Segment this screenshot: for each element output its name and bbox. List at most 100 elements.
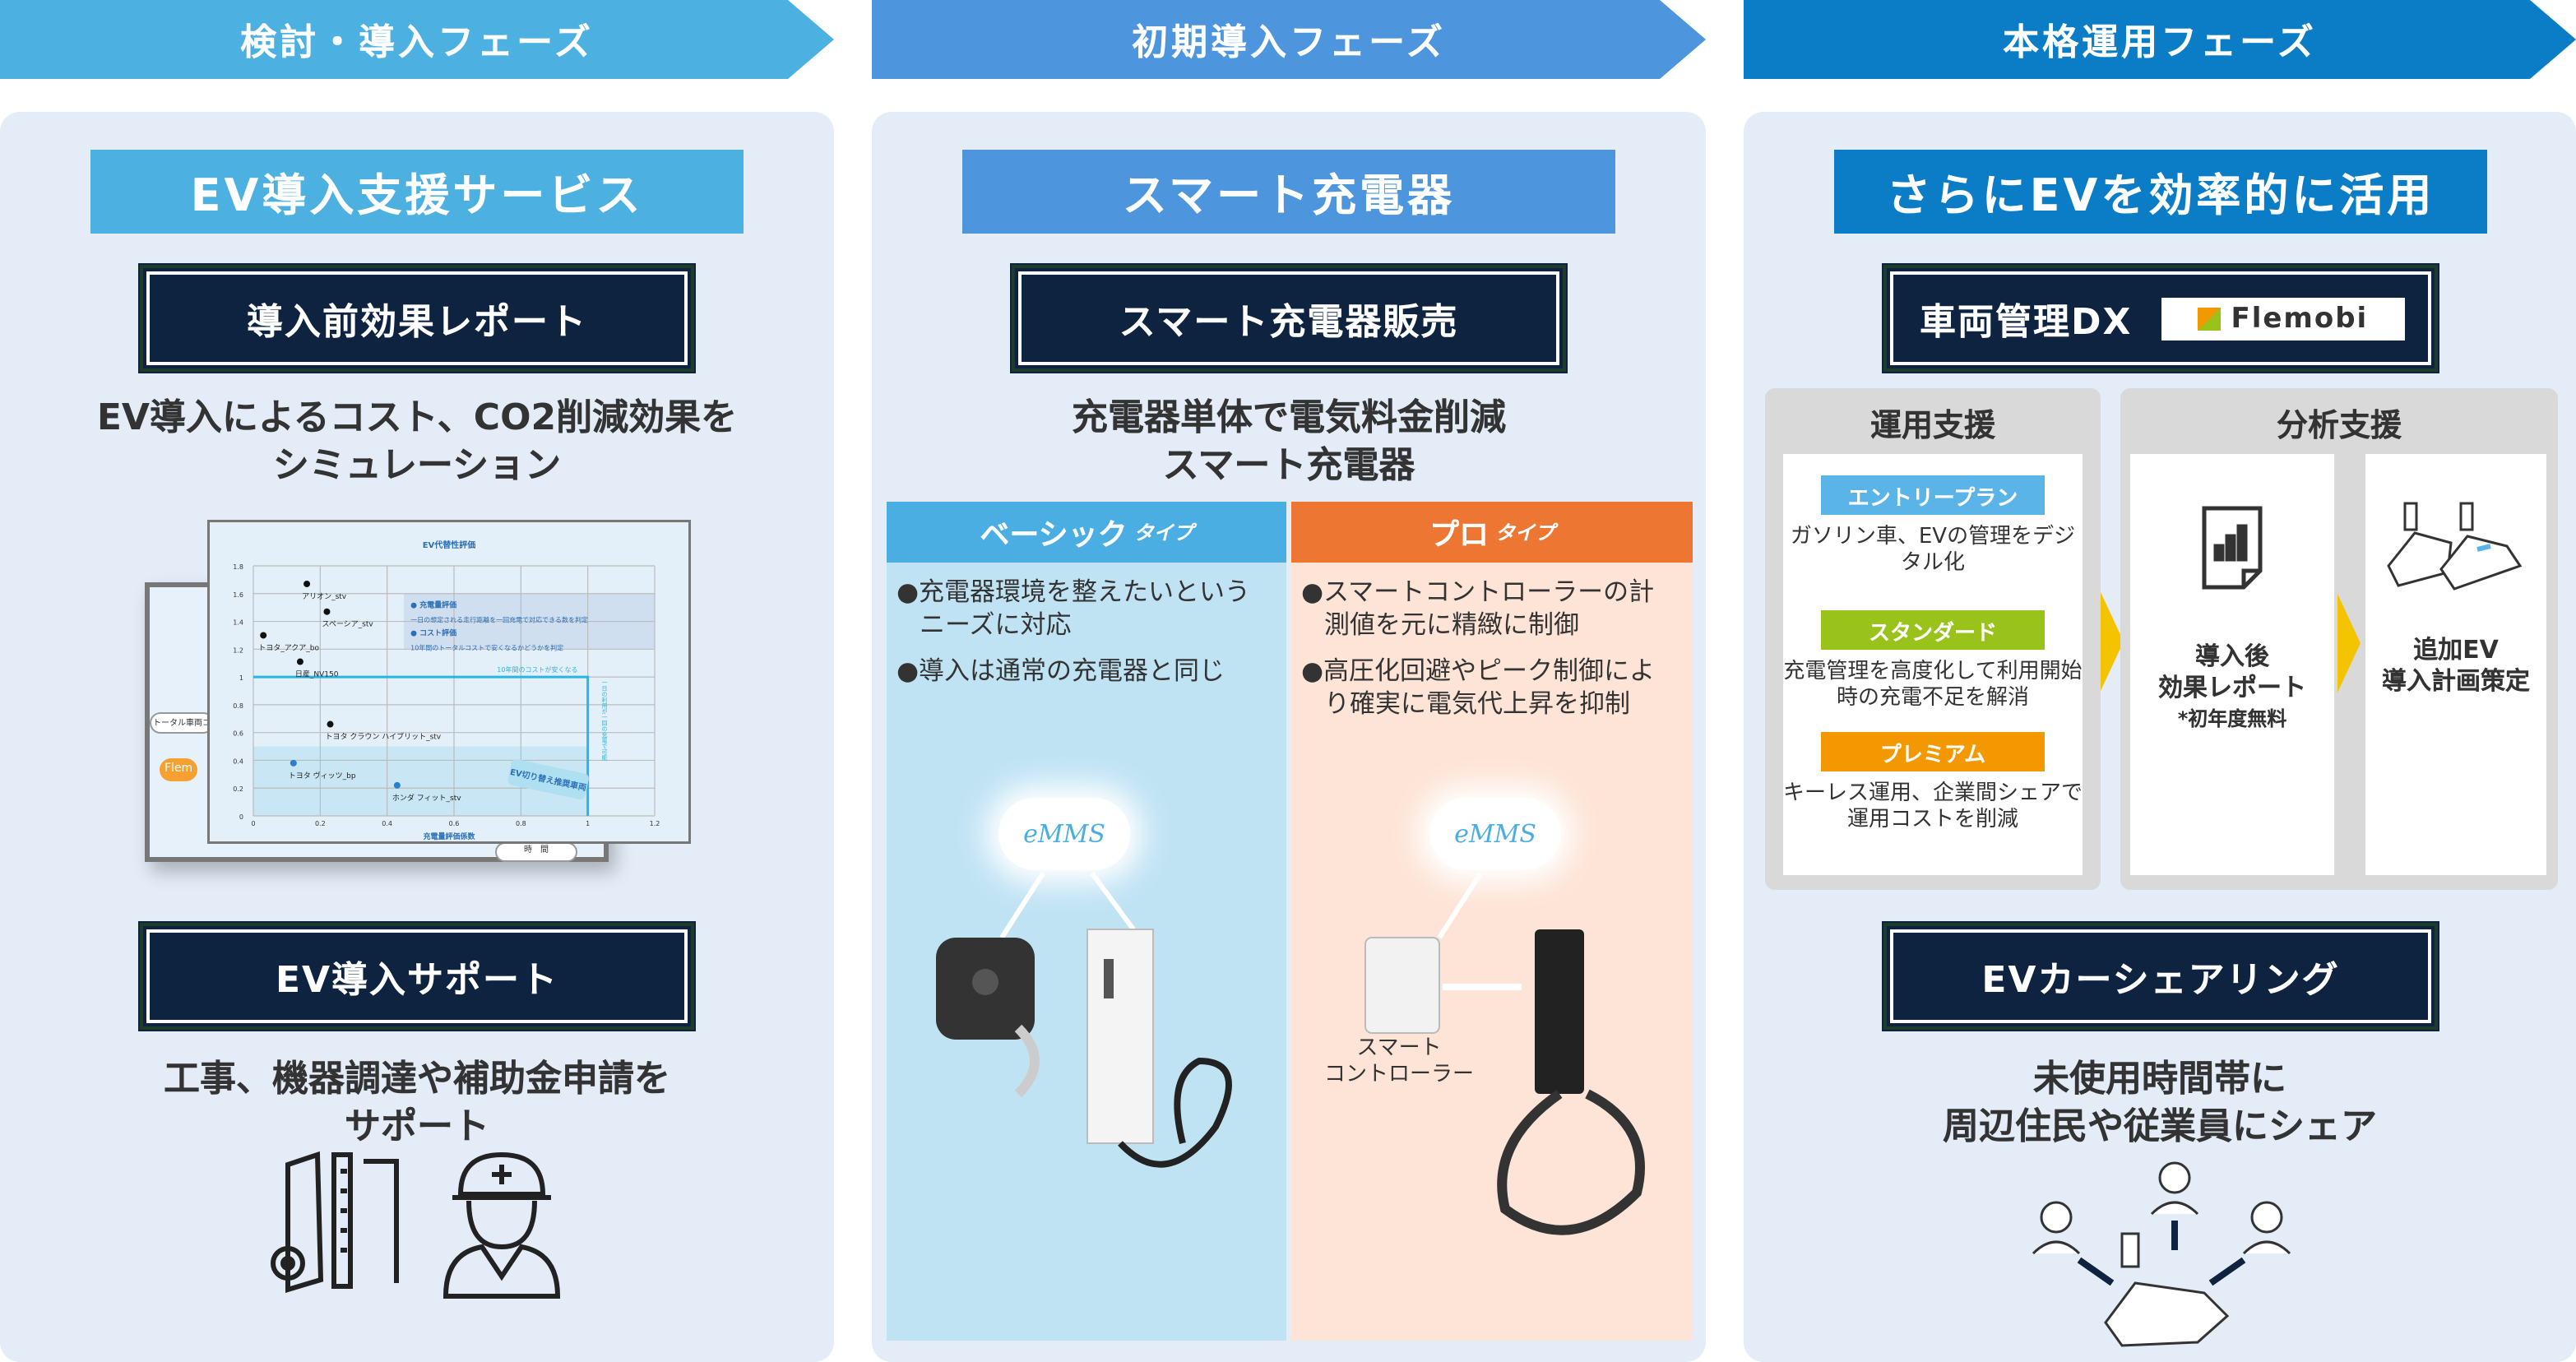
data-point-label: アリオン_stv	[302, 592, 347, 601]
x-tick-label: 0	[251, 820, 255, 827]
x-axis-label: 充電量評価係数	[423, 832, 475, 841]
cloud-label: eMMS	[1023, 819, 1105, 849]
desc-line: スマート充電器	[1162, 446, 1415, 487]
desc-line: 工事、機器調達や補助金申請を	[163, 1059, 670, 1100]
phase-label: 検討・導入フェーズ	[240, 23, 594, 64]
back-label: トータル車両コ	[150, 712, 215, 734]
data-point	[296, 658, 303, 665]
phase-full: 本格運用フェーズ	[1744, 0, 2576, 79]
plan-badge: プレミアム	[1821, 732, 2045, 771]
stamp-bg	[507, 759, 589, 800]
charger-devices-image	[936, 872, 1232, 1168]
plans-list: エントリープランガソリン車、EVの管理をデジタル化 スタンダード充電管理を高度化…	[1783, 454, 2083, 875]
card-line: 導入計画策定	[2381, 666, 2530, 696]
phase-consideration: 検討・導入フェーズ	[0, 0, 834, 79]
x-tick-label: 0.8	[516, 820, 526, 827]
emms-cloud-icon: eMMS	[1429, 798, 1561, 870]
ev-support-box: EV導入サポート	[140, 923, 694, 1030]
x-tick-label: 0.4	[382, 820, 392, 827]
y-tick-label: 0	[239, 813, 243, 821]
label-line: コントローラー	[1324, 1063, 1475, 1087]
x-tick-label: 0.6	[449, 820, 460, 827]
post-report-card: 導入後 効果レポート *初年度無料	[2130, 454, 2334, 875]
type-name: ベーシック	[980, 517, 1128, 552]
data-point	[290, 759, 297, 767]
fleet-dx-box: 車両管理DX Flemobi	[1883, 265, 2438, 372]
carsharing-people-icon	[2032, 1161, 2291, 1347]
bullet: ●導入は通常の充電器と同じ	[897, 656, 1225, 686]
label-line: スマート	[1356, 1036, 1442, 1061]
data-point-label: スペーシア_stv	[322, 621, 373, 629]
desc-line: 未使用時間帯に	[2032, 1059, 2286, 1100]
desc-line: シミュレーション	[272, 446, 562, 487]
card-line: 追加EV	[2413, 635, 2499, 665]
data-point-label: トヨタ ヴィッツ_bp	[289, 771, 356, 781]
smart-controller-label: スマート コントローラー	[1324, 1036, 1474, 1089]
card-line: 導入後	[2194, 642, 2269, 671]
ev-cars-charging-icon	[2387, 502, 2523, 591]
data-point	[303, 580, 311, 587]
threshold-line	[253, 675, 590, 816]
emms-cloud-icon: eMMS	[998, 798, 1130, 870]
smart-charger-desc: 充電器単体で電気料金削減 スマート充電器	[872, 395, 1706, 490]
legend-text: 一日の想定される走行距離を一回充電で対応できる数を判定	[410, 616, 588, 624]
plan-badge: エントリープラン	[1821, 475, 2045, 515]
phase-initial: 初期導入フェーズ	[872, 0, 1706, 79]
pre-report-desc: EV導入によるコスト、CO2削減効果を シミュレーション	[0, 395, 834, 490]
pro-type-card: プロタイプ ●スマートコントローラーの計測値を元に精緻に制御 ●高圧化回避やピー…	[1291, 502, 1693, 1341]
data-point-label: ホンダ フィット_stv	[392, 793, 461, 803]
type-suffix: タイプ	[1494, 521, 1554, 544]
x-tick-label: 1	[586, 820, 590, 827]
arrow-right-icon	[2337, 594, 2361, 693]
plan-desc: 充電管理を高度化して利用開始時の充電不足を解消	[1783, 660, 2083, 711]
bullet: ●スマートコントローラーの計測値を元に精緻に制御	[1301, 577, 1655, 640]
legend-text: 10年間のトータルコストで安くなるかどうかを判定	[410, 643, 563, 651]
pro-charger-image	[1364, 872, 1645, 1235]
phase-label: 初期導入フェーズ	[1132, 23, 1446, 64]
ev-support-desc: 工事、機器調達や補助金申請を サポート	[0, 1056, 834, 1151]
x-tick-label: 1.2	[650, 820, 660, 827]
bullet: ●充電器環境を整えたいというニーズに対応	[897, 577, 1251, 640]
y-tick-label: 0.6	[233, 730, 243, 738]
report-chart-icon	[2202, 506, 2263, 590]
plan-standard: スタンダード充電管理を高度化して利用開始時の充電不足を解消	[1783, 610, 2083, 712]
y-tick-label: 1.8	[233, 563, 243, 571]
brand-name: Flemobi	[2231, 302, 2369, 335]
y-tick-label: 0.4	[233, 757, 243, 765]
section-title: EV導入支援サービス	[90, 150, 744, 234]
legend-title: ● 充電量評価	[410, 600, 456, 610]
pre-report-box: 導入前効果レポート	[140, 265, 694, 372]
basic-type-header: ベーシックタイプ	[887, 502, 1286, 563]
desc-line: サポート	[344, 1107, 489, 1148]
y-tick-label: 1.4	[233, 619, 243, 627]
document-gear-icon	[271, 1151, 399, 1294]
plan-premium: プレミアムキーレス運用、企業間シェアで運用コストを削減	[1783, 732, 2083, 834]
section-title: スマート充電器	[962, 150, 1615, 234]
plan-desc: キーレス運用、企業間シェアで運用コストを削減	[1783, 781, 2083, 832]
card-note: *初年度無料	[2177, 707, 2287, 730]
flemobi-logo: Flemobi	[2161, 297, 2405, 340]
data-point	[327, 720, 334, 728]
ops-support-box: 運用支援 エントリープランガソリン車、EVの管理をデジタル化 スタンダード充電管…	[1765, 388, 2101, 890]
basic-type-card: ベーシックタイプ ●充電器環境を整えたいというニーズに対応 ●導入は通常の充電器…	[887, 502, 1286, 1341]
y-tick-label: 1	[239, 674, 243, 682]
flemobi-logo-icon	[2198, 307, 2222, 330]
plan-badge: スタンダード	[1821, 610, 2045, 650]
panel-full: さらにEVを効率的に活用 車両管理DX Flemobi 運用支援 エントリープラ…	[1744, 112, 2576, 1362]
analysis-support-box: 分析支援 導入後 効果レポート *初年度無料 追加EV 導入計画策定	[2120, 388, 2558, 890]
desc-line: 周辺住民や従業員にシェア	[1942, 1107, 2377, 1148]
data-point	[393, 781, 401, 789]
desc-line: EV導入によるコスト、CO2削減効果を	[96, 398, 738, 439]
data-point-label: 日産_NV150	[295, 669, 339, 679]
threshold-label-vertical: 一日の利用が一回の充電で可能	[601, 679, 608, 761]
data-point	[260, 632, 267, 639]
y-tick-label: 1.2	[233, 646, 243, 654]
panel-consideration: EV導入支援サービス 導入前効果レポート EV導入によるコスト、CO2削減効果を…	[0, 112, 834, 1362]
analysis-support-title: 分析支援	[2276, 408, 2402, 444]
data-point	[323, 608, 331, 615]
ev-carsharing-box: EVカーシェアリング	[1883, 923, 2438, 1030]
y-tick-label: 0.8	[233, 702, 243, 710]
y-tick-label: 0.2	[233, 785, 243, 793]
cloud-label: eMMS	[1454, 819, 1536, 849]
